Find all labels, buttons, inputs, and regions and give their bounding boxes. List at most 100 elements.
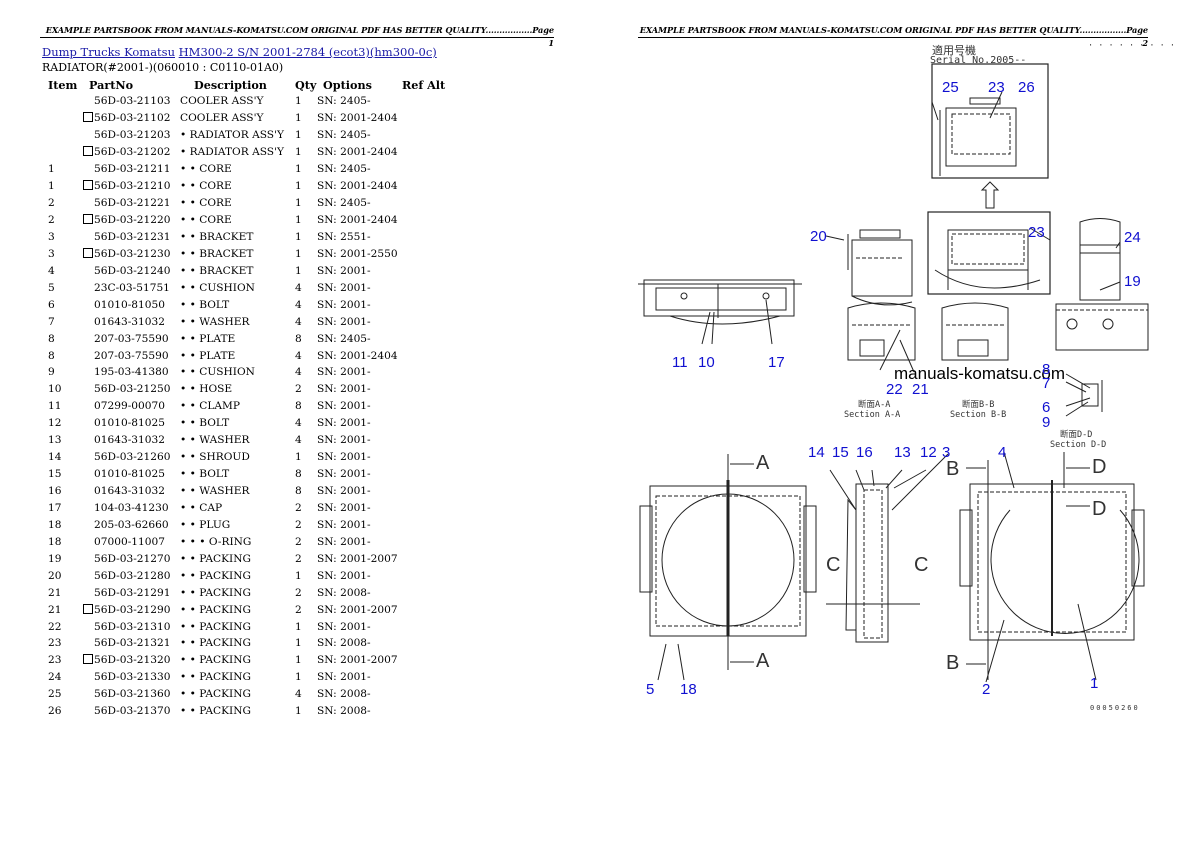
- part-number-text: 01643-31032: [94, 485, 165, 498]
- part-number-text: 56D-03-21321: [94, 637, 171, 650]
- ref-alt: [402, 516, 452, 533]
- ref-alt: [402, 686, 452, 703]
- ref-alt: [402, 584, 452, 601]
- part-number-text: 56D-03-21310: [94, 620, 171, 633]
- breadcrumb-link-category[interactable]: Dump Trucks Komatsu: [42, 45, 175, 59]
- breadcrumb-link-model[interactable]: HM300-2 S/N 2001-2784 (ecot3)(hm300-0c): [178, 45, 437, 59]
- part-number: 104-03-41230: [83, 500, 180, 517]
- part-description-text: • • SHROUD: [180, 451, 250, 464]
- part-number: 56D-03-21360: [83, 686, 180, 703]
- callout-7: 7: [1042, 375, 1051, 392]
- part-number-text: 56D-03-21221: [94, 197, 171, 210]
- part-description: • • BOLT: [180, 415, 295, 432]
- part-quantity: 4: [295, 347, 317, 364]
- part-description-text: • • CUSHION: [180, 281, 255, 294]
- part-options: SN: 2001-: [317, 313, 402, 330]
- part-description: • • WASHER: [180, 483, 295, 500]
- part-description-text: • • CORE: [180, 214, 232, 227]
- part-options: SN: 2001-: [317, 398, 402, 415]
- part-options-text: SN: 2001-: [317, 434, 371, 447]
- callout-10: 10: [698, 354, 715, 371]
- callout-25: 25: [942, 79, 959, 96]
- ref-alt: [402, 195, 452, 212]
- part-number: 205-03-62660: [83, 516, 180, 533]
- part-quantity-text: 1: [295, 247, 302, 260]
- part-description-text: • • CORE: [180, 197, 232, 210]
- part-options-text: SN: 2001-: [317, 620, 371, 633]
- part-options: SN: 2001-: [317, 364, 402, 381]
- part-description-text: • • BOLT: [180, 298, 230, 311]
- part-options: SN: 2551-: [317, 229, 402, 246]
- part-number-text: 195-03-41380: [94, 366, 169, 379]
- part-quantity-text: 2: [295, 552, 302, 565]
- part-options-text: SN: 2001-: [317, 468, 371, 481]
- callout-9: 9: [1042, 414, 1051, 431]
- part-description-text: • • PACKING: [180, 671, 251, 684]
- part-options: SN: 2001-: [317, 262, 402, 279]
- part-options-text: SN: 2001-: [317, 518, 371, 531]
- part-quantity-text: 4: [295, 349, 302, 362]
- ref-alt: [402, 144, 452, 161]
- part-description-text: • • PACKING: [180, 569, 251, 582]
- part-number-text: 104-03-41230: [94, 501, 169, 514]
- part-description-text: COOLER ASS'Y: [180, 112, 264, 125]
- item-number-text: 4: [48, 264, 55, 277]
- drawing-number: 00050260: [1090, 704, 1140, 712]
- ref-alt: [402, 601, 452, 618]
- part-quantity: 1: [295, 245, 317, 262]
- callout-21: 21: [912, 381, 929, 398]
- part-number-text: 207-03-75590: [94, 332, 169, 345]
- part-options-text: SN: 2001-: [317, 400, 371, 413]
- part-quantity-text: 4: [295, 298, 302, 311]
- part-description-text: • • WASHER: [180, 315, 250, 328]
- part-number: 01643-31032: [83, 313, 180, 330]
- ref-alt: [402, 635, 452, 652]
- section-bb-label: Section B-B: [950, 410, 1007, 420]
- part-number: 56D-03-21230: [83, 245, 180, 262]
- part-options-text: SN: 2001-: [317, 417, 371, 430]
- part-quantity-text: 4: [295, 366, 302, 379]
- part-description: • RADIATOR ASS'Y: [180, 127, 295, 144]
- part-options: SN: 2001-: [317, 449, 402, 466]
- item-number-text: 14: [48, 451, 62, 464]
- part-number: 56D-03-21270: [83, 550, 180, 567]
- part-quantity: 1: [295, 262, 317, 279]
- item-number-text: 13: [48, 434, 62, 447]
- part-description: • • WASHER: [180, 432, 295, 449]
- part-number: 207-03-75590: [83, 347, 180, 364]
- ref-alt: [402, 127, 452, 144]
- ref-alt: [402, 364, 452, 381]
- part-number: 56D-03-21203: [83, 127, 180, 144]
- part-options: SN: 2001-2404: [317, 212, 402, 229]
- callout-20: 20: [810, 228, 827, 245]
- ref-alt: [402, 449, 452, 466]
- superseded-box-icon: [83, 180, 93, 191]
- part-description: • • WASHER: [180, 313, 295, 330]
- part-quantity-text: 1: [295, 180, 302, 193]
- part-options: SN: 2008-: [317, 584, 402, 601]
- part-options-text: SN: 2001-: [317, 298, 371, 311]
- part-options-text: SN: 2001-: [317, 451, 371, 464]
- item-number: [42, 127, 83, 144]
- part-quantity: 1: [295, 669, 317, 686]
- part-number: 56D-03-21370: [83, 703, 180, 720]
- part-number-text: 56D-03-21260: [94, 451, 171, 464]
- callout-12: 12: [920, 444, 937, 461]
- ref-alt: [402, 381, 452, 398]
- part-quantity-text: 1: [295, 569, 302, 582]
- item-number: 24: [42, 669, 83, 686]
- item-number: 1: [42, 161, 83, 178]
- marker-a-top: A: [756, 452, 770, 474]
- part-number: 56D-03-21231: [83, 229, 180, 246]
- item-number-text: 2: [48, 214, 55, 227]
